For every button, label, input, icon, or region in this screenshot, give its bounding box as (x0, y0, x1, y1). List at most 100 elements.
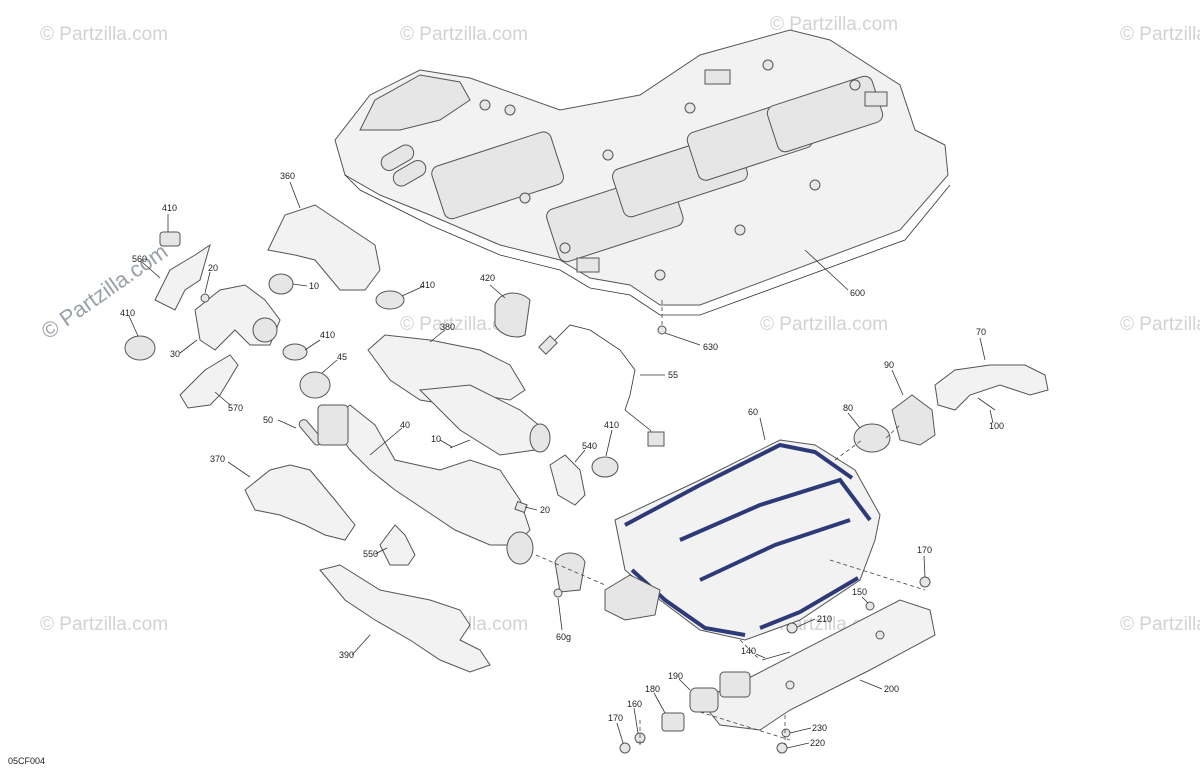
callout-540: 540 (582, 441, 597, 451)
callout-labels: 360 410 560 20 10 410 410 30 410 45 570 … (120, 171, 1004, 748)
pipe-end (529, 423, 551, 453)
callout-60g: 60g (556, 632, 571, 642)
callout-100: 100 (989, 421, 1004, 431)
exhaust-pipe-40 (329, 404, 531, 546)
clamp-410-left (124, 335, 156, 361)
pipe-end (506, 531, 534, 565)
callout-390: 390 (339, 650, 354, 660)
callout-560: 560 (132, 254, 147, 264)
heat-shield-390 (319, 564, 491, 673)
nut-170-right (919, 576, 931, 588)
diagram-code: 05CF004 (8, 756, 45, 766)
heat-shield-560 (154, 243, 211, 311)
callout-45: 45 (337, 352, 347, 362)
nut-170-left (619, 742, 631, 754)
clamp-410-mid (375, 290, 405, 310)
callout-140: 140 (741, 646, 756, 656)
watermark: © Partzilla.com (770, 14, 898, 35)
nut-20-right (514, 500, 528, 514)
callout-80: 80 (843, 403, 853, 413)
callout-30: 30 (170, 349, 180, 359)
callout-50: 50 (263, 415, 273, 425)
clamp-420 (494, 292, 531, 338)
bolt-150 (865, 601, 875, 611)
callout-420: 420 (480, 273, 495, 283)
watermark: © Partzilla.com (1120, 24, 1200, 45)
watermark: © Partzilla.com (1120, 314, 1200, 335)
flange-bracket (317, 404, 349, 446)
callout-160: 160 (627, 699, 642, 709)
callout-210: 210 (817, 614, 832, 624)
callout-20: 20 (540, 505, 550, 515)
gasket-10 (268, 273, 294, 295)
washer-230 (781, 728, 791, 738)
watermark: © Partzilla.com (40, 614, 168, 635)
callout-410: 410 (420, 280, 435, 290)
bolt-140 (761, 651, 791, 661)
bolt-100 (977, 397, 996, 411)
callout-570: 570 (228, 403, 243, 413)
callout-230: 230 (812, 723, 827, 733)
callout-550: 550 (363, 549, 378, 559)
callout-410: 410 (604, 420, 619, 430)
nut-20 (200, 293, 210, 303)
callout-10: 10 (431, 434, 441, 444)
skid-plate (334, 29, 951, 316)
heat-shield-380 (367, 334, 526, 406)
heat-shield-570 (179, 354, 239, 409)
callout-410: 410 (320, 330, 335, 340)
callout-630: 630 (703, 342, 718, 352)
callout-360: 360 (280, 171, 295, 181)
callout-170: 170 (608, 713, 623, 723)
callout-600: 600 (850, 288, 865, 298)
callout-220: 220 (810, 738, 825, 748)
muffler-bracket-200 (699, 599, 936, 731)
spacer-180 (661, 712, 685, 732)
callout-380: 380 (440, 322, 455, 332)
leader-lines (128, 181, 994, 749)
callout-200: 200 (884, 684, 899, 694)
clamp-60g (554, 552, 586, 593)
heat-shield-360 (267, 204, 381, 291)
watermark: © Partzilla.com (1120, 614, 1200, 635)
watermark: © Partzilla.com (40, 24, 168, 45)
grommet-190 (689, 687, 719, 713)
nut-220 (776, 742, 788, 754)
bolt-630 (657, 325, 667, 335)
oxygen-sensor-55 (544, 324, 656, 441)
callout-180: 180 (645, 684, 660, 694)
gasket-90 (891, 394, 936, 446)
watermark-main: © Partzilla.com (37, 239, 173, 345)
gasket-45 (299, 371, 331, 399)
washer-210 (786, 622, 798, 634)
tail-pipe-70 (934, 364, 1049, 411)
callout-410: 410 (120, 308, 135, 318)
clamp-410-right (591, 456, 619, 478)
callout-20: 20 (208, 263, 218, 273)
callout-90: 90 (884, 360, 894, 370)
heat-shield-540 (549, 454, 586, 506)
callout-55: 55 (668, 370, 678, 380)
clamp-410 (159, 231, 181, 247)
pipe-80 (853, 423, 891, 453)
callout-370: 370 (210, 454, 225, 464)
callout-40: 40 (400, 420, 410, 430)
sensor-connector (647, 431, 665, 447)
callout-410: 410 (162, 203, 177, 213)
callout-190: 190 (668, 671, 683, 681)
heat-shield-550 (379, 524, 416, 566)
pipe-end (252, 317, 278, 343)
stud-10 (449, 439, 471, 449)
clamp-410-lower (282, 343, 308, 361)
callout-10: 10 (309, 281, 319, 291)
clamp-bolt (553, 588, 563, 598)
muffler-60 (604, 439, 881, 641)
heat-shield-370 (244, 464, 356, 541)
callout-60: 60 (748, 407, 758, 417)
callout-150: 150 (852, 587, 867, 597)
sensor-body (538, 335, 558, 355)
watermark: © Partzilla.com (760, 314, 888, 335)
watermark: © Partzilla.com (400, 24, 528, 45)
callout-170: 170 (917, 545, 932, 555)
